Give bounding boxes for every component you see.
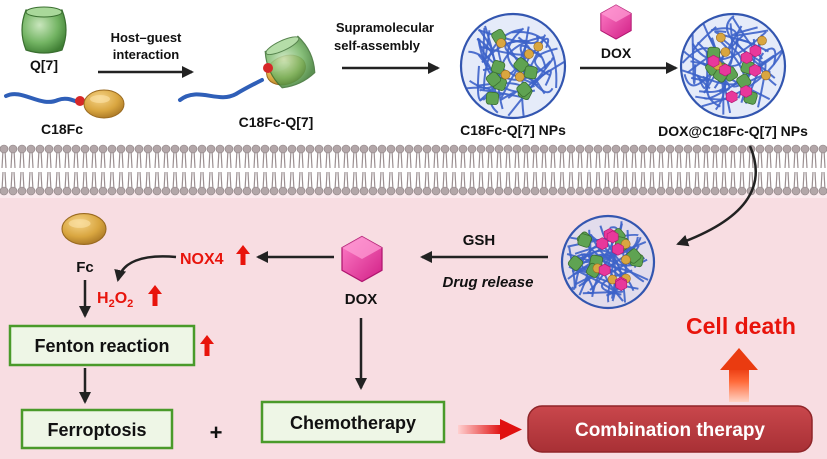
host-guest-label-2: interaction (113, 47, 180, 62)
fc-ferrocene-icon (61, 213, 107, 245)
q7-label: Q[7] (30, 57, 58, 73)
h2o2-label: H2O2 (97, 290, 133, 310)
nox4-up-arrow-icon (236, 245, 250, 265)
h2o2-h: H (97, 290, 109, 307)
internalized-nanoparticle-icon (560, 214, 656, 310)
lipid-membrane-icon (0, 144, 827, 196)
complex-chain-icon (178, 78, 264, 102)
combination-therapy-box (527, 405, 813, 453)
chemotherapy-box (260, 400, 446, 444)
fenton-reaction-box (8, 324, 196, 367)
host-guest-label-1: Host–guest (111, 30, 182, 45)
fenton-up-arrow-icon (200, 335, 214, 356)
to-combination-arrow-icon (458, 419, 522, 440)
supramolecular-label-2: self-assembly (334, 38, 421, 53)
nps-label: C18Fc-Q[7] NPs (460, 122, 566, 138)
c18fc-label: C18Fc (41, 121, 83, 137)
c18fc-chain-icon (4, 92, 80, 104)
dox-mid-label: DOX (345, 291, 378, 308)
h2o2-up-arrow-icon (148, 285, 162, 306)
ferrocene-icon (83, 89, 125, 119)
c18fc-q7-label: C18Fc-Q[7] (239, 114, 314, 130)
dox-nps-label: DOX@C18Fc-Q[7] NPs (658, 123, 808, 139)
ferroptosis-label: Ferroptosis (47, 420, 146, 440)
plus-sign: + (210, 420, 223, 445)
ferroptosis-box (20, 408, 174, 450)
fenton-reaction-label: Fenton reaction (34, 336, 169, 356)
complex-linker-dot-icon (263, 63, 273, 73)
cellular-uptake-arrow (676, 145, 758, 247)
combination-therapy-label: Combination therapy (575, 420, 765, 441)
nox4-to-h2o2-arrow (114, 255, 177, 282)
gsh-label: GSH (463, 232, 496, 249)
to-cell-death-arrow-icon (720, 348, 758, 402)
drug-release-label: Drug release (443, 274, 534, 291)
nox4-label: NOX4 (180, 251, 224, 268)
linker-dot-icon (75, 96, 85, 106)
h2o2-o: O (115, 290, 127, 307)
cell-death-label: Cell death (686, 313, 796, 339)
complex-q7-icon (259, 31, 321, 93)
h2o2-sub-2b: 2 (127, 298, 133, 310)
chemotherapy-label: Chemotherapy (290, 413, 416, 433)
dox-molecule-icon (600, 4, 632, 40)
supramolecular-label-1: Supramolecular (336, 20, 434, 35)
fc-label: Fc (76, 259, 94, 276)
dox-nanoparticle-icon (679, 12, 787, 120)
h2o2-sub-2a: 2 (109, 298, 115, 310)
nanoparticle-icon (459, 12, 567, 120)
dox-top-label: DOX (601, 45, 632, 61)
q7-macrocycle-icon (21, 6, 67, 54)
